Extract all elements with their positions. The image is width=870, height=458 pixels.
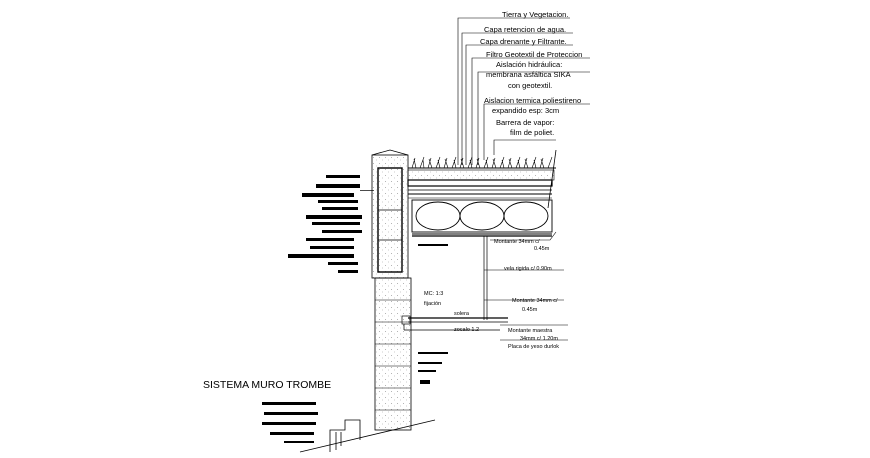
label-vela-rigida: vela rigida c/ 0.90m [504,266,552,272]
bond-beam-column [371,149,409,279]
label-capa-drenante: Capa drenante y Filtrante. [480,37,567,46]
left-callout-bars [262,175,448,443]
label-aislacion-termica: Aislacion termica poliestireno [484,96,581,105]
label-montante-2a: Montante 34mm c/ [512,298,558,304]
label-solera: solera [454,311,470,317]
label-barrera-vapor: Barrera de vapor: [496,118,554,127]
roof-joists [411,199,553,237]
label-montante-maestra-b: 34mm c/ 1.20m [520,336,558,342]
label-expandido: expandido esp: 3cm [492,106,559,115]
label-fijacion: fijación [424,301,441,307]
masonry-wall [374,277,412,431]
label-con-geotextil: con geotextil. [508,81,552,90]
label-montante-1a: Montante 34mm c/ [494,239,540,245]
ground-line [299,419,436,453]
ceiling-framing [401,236,508,331]
leader-lines [412,17,590,341]
label-zocalo: zocalo 1.2 [454,327,479,333]
label-retencion-agua: Capa retencion de agua. [484,25,566,34]
label-membrana-sika: membrana asfáltica SIKA [486,70,571,79]
label-film-poliet: film de poliet. [510,128,554,137]
label-montante-2b: 0.45m [522,307,538,313]
label-montante-1b: 0.45m [534,246,550,252]
label-filtro-geotextil: Filtro Geotextil de Proteccion [486,50,582,59]
roof-layers [407,169,555,199]
label-mc: MC: 1:3 [424,291,443,297]
drawing-title: SISTEMA MURO TROMBE [203,379,331,391]
label-montante-maestra-a: Montante maestra [508,328,553,334]
label-tierra-vegetacion: Tierra y Vegetacion. [502,10,568,19]
label-aislacion-hidraulica: Aislación hidráulica: [496,60,562,69]
label-placa-yeso: Placa de yeso durlok [508,344,559,350]
